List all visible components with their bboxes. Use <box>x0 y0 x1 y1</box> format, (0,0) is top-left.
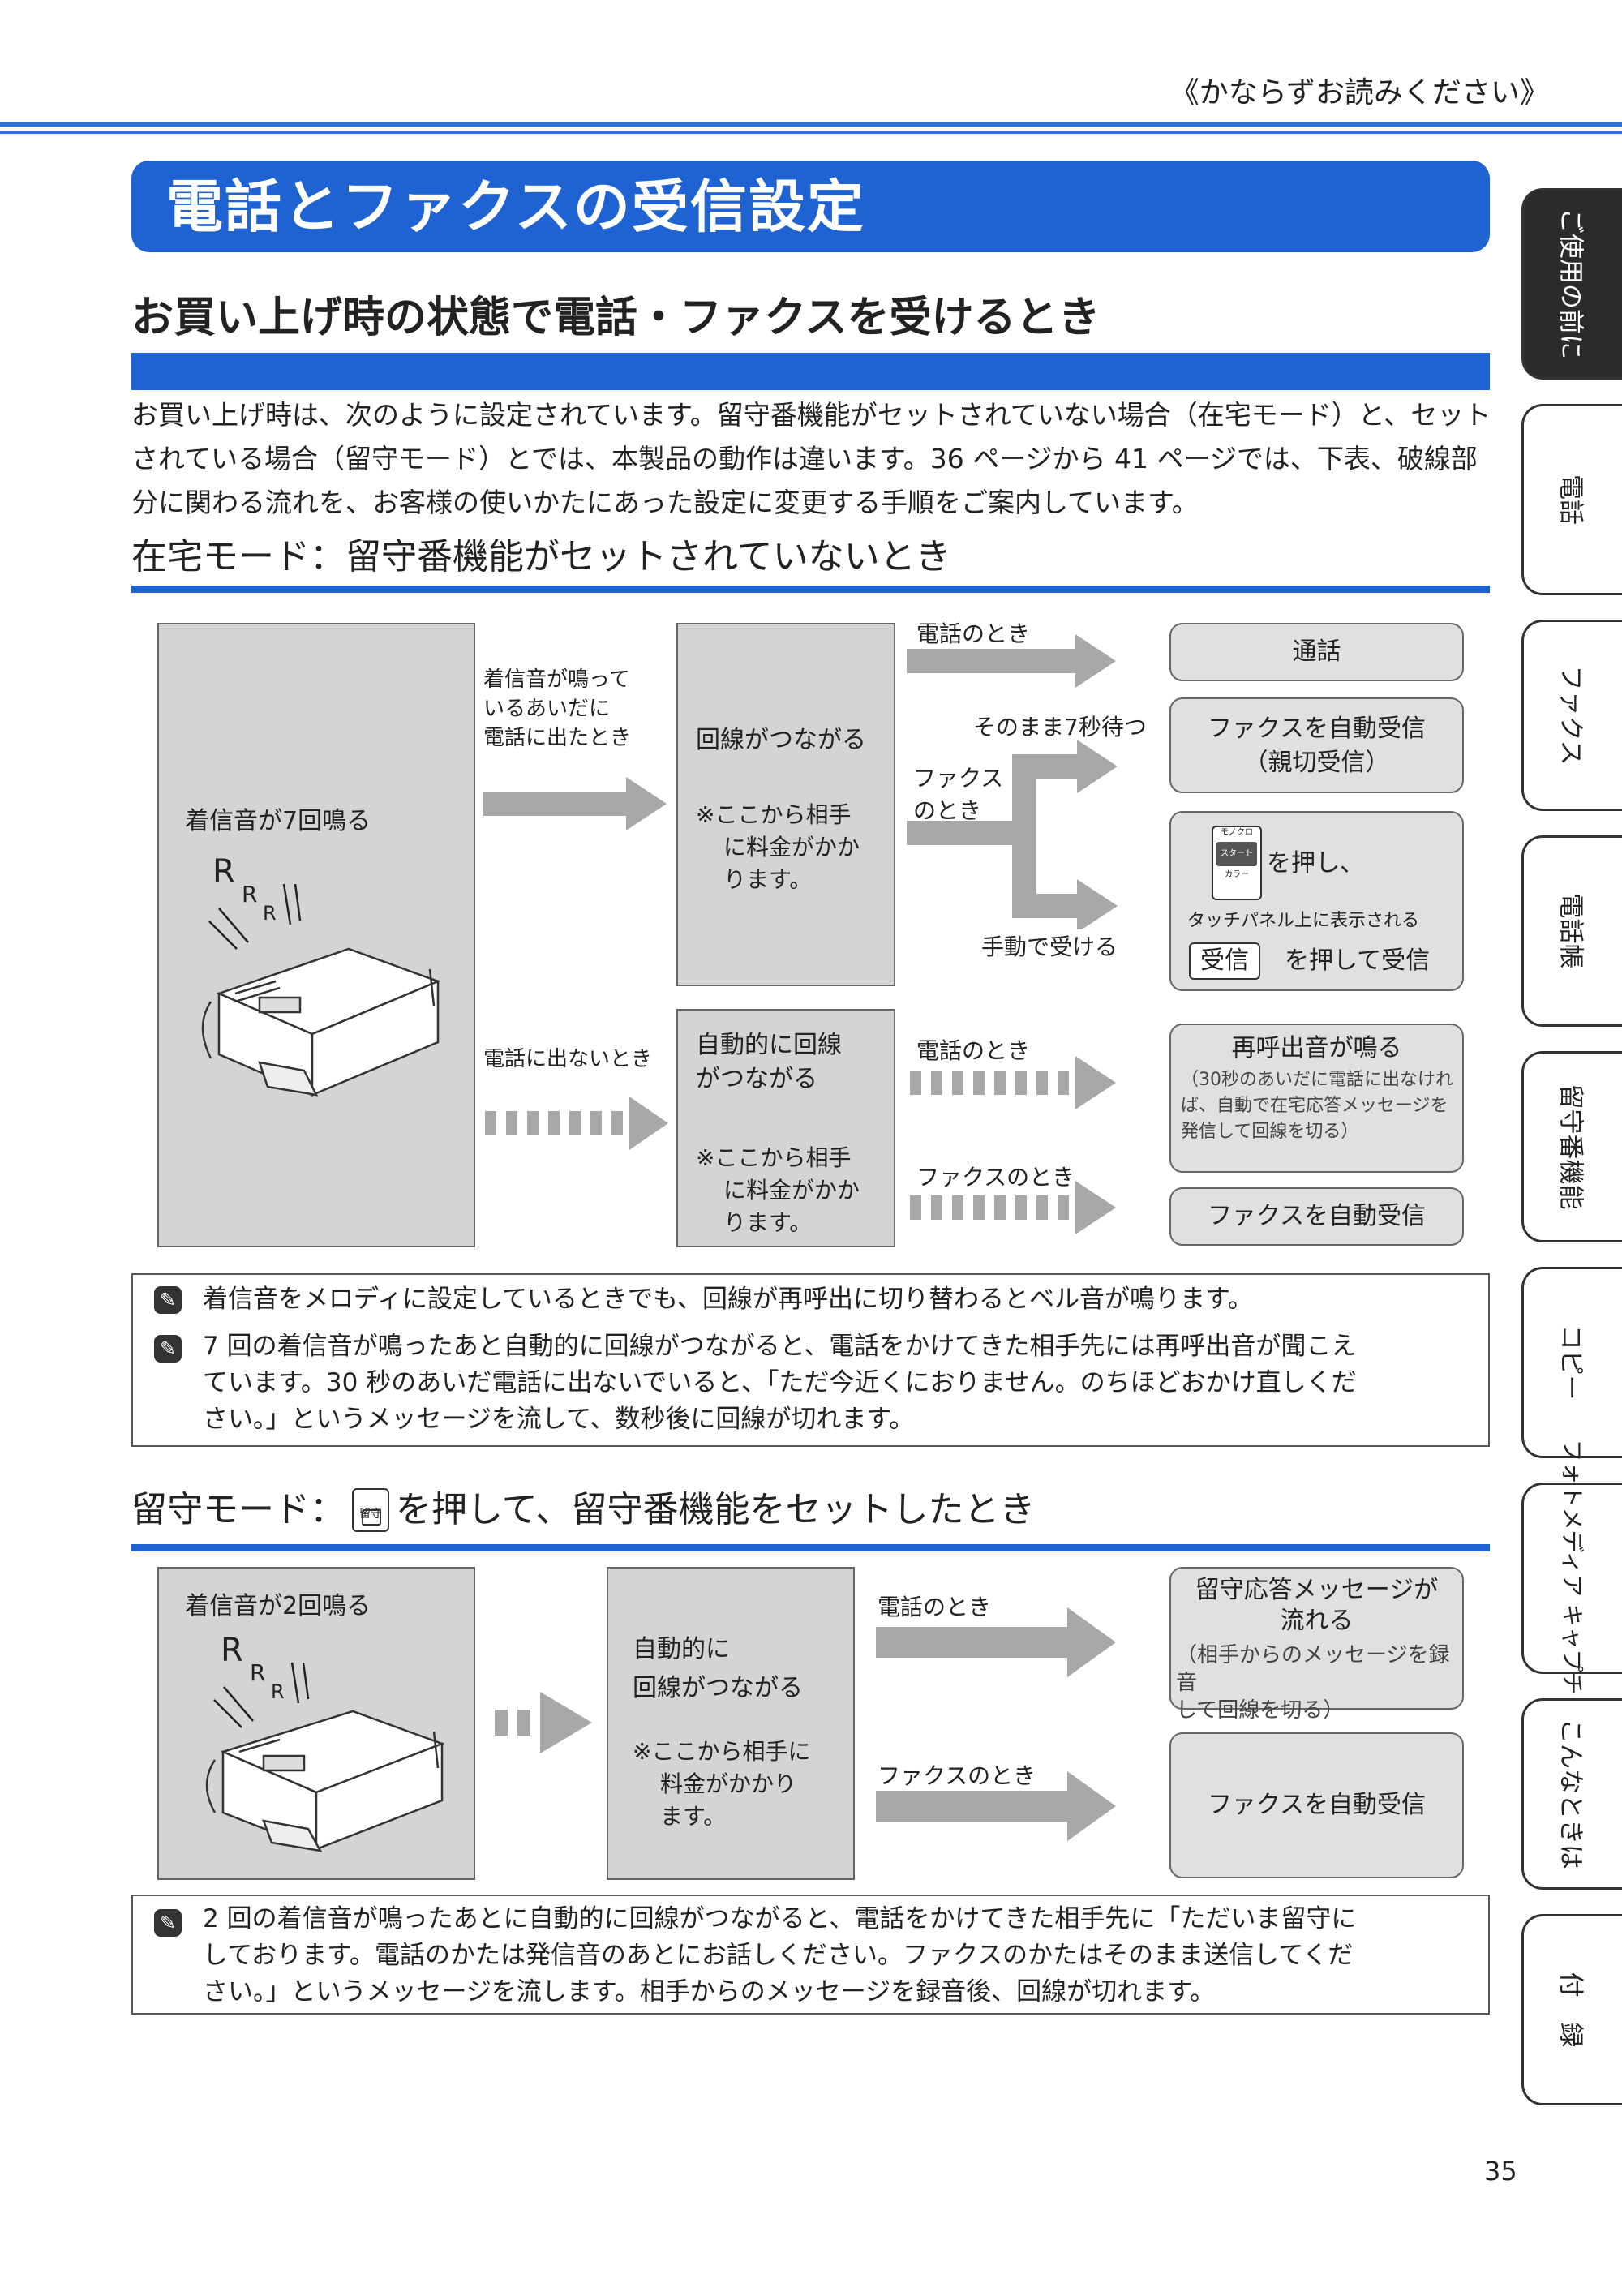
rusu-ring-label: 着信音が2回鳴る <box>185 1592 371 1620</box>
header-rule <box>0 122 1622 127</box>
section-title: お買い上げ時の状態で電話・ファクスを受けるとき <box>131 294 1101 342</box>
zaitaku-heading: 在宅モード：留守番機能がセットされていないとき <box>131 536 951 577</box>
page-title: 電話とファクスの受信設定 <box>166 174 865 240</box>
rusu-note <box>131 1895 1490 2015</box>
rusu-auto-connect-title: 自動的に 回線がつながる <box>633 1635 803 1702</box>
tab-troubleshooting[interactable]: こんなときは <box>1521 1698 1622 1890</box>
no-answer-condition: 電話に出ないとき <box>483 1047 653 1071</box>
rusu-note-text: 2 回の着信音が鳴ったあとに自動的に回線がつながると、電話をかけてきた相手先に「… <box>203 1904 1357 2006</box>
tab-copy[interactable]: コピー <box>1521 1267 1622 1458</box>
ring-letter: R <box>221 1632 243 1669</box>
note-text-2: 7 回の着信音が鳴ったあと自動的に回線がつながると、電話をかけてきた相手先には再… <box>203 1332 1357 1434</box>
title-banner <box>131 161 1490 252</box>
label-fax-2: ファクスのとき <box>916 1164 1075 1191</box>
rusu-arrow-fax <box>876 1771 1116 1841</box>
note-icon: ✎ <box>154 1286 182 1314</box>
rusu-heading-line <box>131 1544 1490 1551</box>
ring-letter: R <box>212 853 235 891</box>
rusu-ring-symbol-and-fax-icon: R R R <box>205 1632 445 1852</box>
ring-letter: R <box>242 881 257 908</box>
header-note: 《かならずお読みください》 <box>1169 76 1549 109</box>
section-title-bar <box>131 353 1490 390</box>
rusu-heading: 留守モード： 留守 を押して、留守番機能をセットしたとき <box>131 1488 1036 1532</box>
receive-text: を押して受信 <box>1285 946 1431 975</box>
start-key-icon: モノクロ スタート カラー <box>1212 826 1262 900</box>
zaitaku-notes <box>131 1273 1490 1447</box>
ring-letter: R <box>250 1659 265 1686</box>
header-rule-thin <box>0 131 1622 134</box>
result-recall <box>1169 1024 1464 1173</box>
arrow-no-answer-dashed <box>485 1097 668 1150</box>
rusu-arrow-phone <box>876 1607 1116 1677</box>
result-recall-desc: （30秒のあいだに電話に出なけれ ば、自動で在宅応答メッセージを 発信して回線を… <box>1181 1070 1453 1142</box>
rusu-result-msg-title: 留守応答メッセージが 流れる <box>1195 1576 1439 1635</box>
note-icon: ✎ <box>154 1335 182 1363</box>
label-manual: 手動で受ける <box>981 933 1118 960</box>
ring-box <box>157 623 475 1247</box>
auto-connect-box <box>676 1009 895 1247</box>
arrow-fax-2-dashed <box>910 1181 1116 1234</box>
tab-photo-media[interactable]: フォトメディア キャプチャ <box>1521 1440 1622 1717</box>
result-recall-title: 再呼出音が鳴る <box>1231 1034 1402 1062</box>
rusu-arrow-dashed <box>495 1692 592 1753</box>
label-phone-2: 電話のとき <box>916 1037 1031 1064</box>
ring-label: 着信音が7回鳴る <box>185 807 371 835</box>
ring-letter: R <box>271 1680 285 1703</box>
rusu-auto-connect-box <box>607 1567 855 1880</box>
arrow-fax-branch <box>907 740 1118 929</box>
result-fax-auto-2: ファクスを自動受信 <box>1169 1187 1464 1246</box>
tab-phonebook[interactable]: 電話帳 <box>1521 835 1622 1027</box>
tab-answering[interactable]: 留守番機能 <box>1521 1051 1622 1242</box>
auto-connect-title: 自動的に回線 がつながる <box>696 1031 842 1093</box>
touch-panel-note: タッチパネル上に表示される <box>1187 911 1420 931</box>
zaitaku-heading-line <box>131 586 1490 593</box>
rusu-auto-connect-note: ※ここから相手に 料金がかかり ます。 <box>633 1738 811 1830</box>
arrow-phone-2-dashed <box>910 1056 1116 1109</box>
tab-appendix[interactable]: 付 録 <box>1521 1914 1622 2105</box>
manual-press-text: を押し、 <box>1267 849 1364 878</box>
result-call: 通話 <box>1169 623 1464 681</box>
rusu-key-icon: 留守 <box>352 1488 389 1532</box>
note-icon: ✎ <box>154 1909 182 1937</box>
receive-key: 受信 <box>1189 942 1260 980</box>
rusu-label-fax: ファクスのとき <box>878 1762 1036 1789</box>
rusu-label-phone: 電話のとき <box>878 1594 992 1620</box>
rusu-result-msg-desc: （相手からのメッセージを録音 して回線を切る） <box>1176 1643 1450 1723</box>
tab-phone[interactable]: 電話 <box>1521 404 1622 595</box>
arrow-phone-1 <box>907 634 1116 688</box>
rusu-result-fax: ファクスを自動受信 <box>1169 1732 1464 1878</box>
label-fax-1: ファクス のとき <box>913 765 1004 824</box>
result-fax-auto: ファクスを自動受信 （親切受信） <box>1169 697 1464 793</box>
note-text-1: 着信音をメロディに設定しているときでも、回線が再呼出に切り替わるとベル音が鳴りま… <box>203 1285 1253 1314</box>
auto-connect-note: ※ここから相手 に料金がかか ります。 <box>696 1144 860 1236</box>
ring-letter: R <box>263 902 277 925</box>
line-connect-title: 回線がつながる <box>696 726 866 754</box>
tab-fax[interactable]: ファクス <box>1521 620 1622 811</box>
intro-paragraph: お買い上げ時は、次のように設定されています。留守番機能がセットされていない場合（… <box>131 399 1491 518</box>
tab-before-use[interactable]: ご使用の前に <box>1521 188 1622 380</box>
arrow-answer <box>483 777 667 830</box>
rusu-result-msg <box>1169 1567 1464 1710</box>
page-number: 35 <box>1484 2156 1517 2187</box>
answer-condition: 着信音が鳴って いるあいだに 電話に出たとき <box>483 667 632 750</box>
label-phone-1: 電話のとき <box>916 620 1031 647</box>
line-connect-note: ※ここから相手 に料金がかか ります。 <box>696 801 860 893</box>
label-wait: そのまま7秒待つ <box>973 714 1147 740</box>
ring-symbol-and-fax-icon: R R R <box>201 853 441 1097</box>
line-connect-box <box>676 623 895 986</box>
